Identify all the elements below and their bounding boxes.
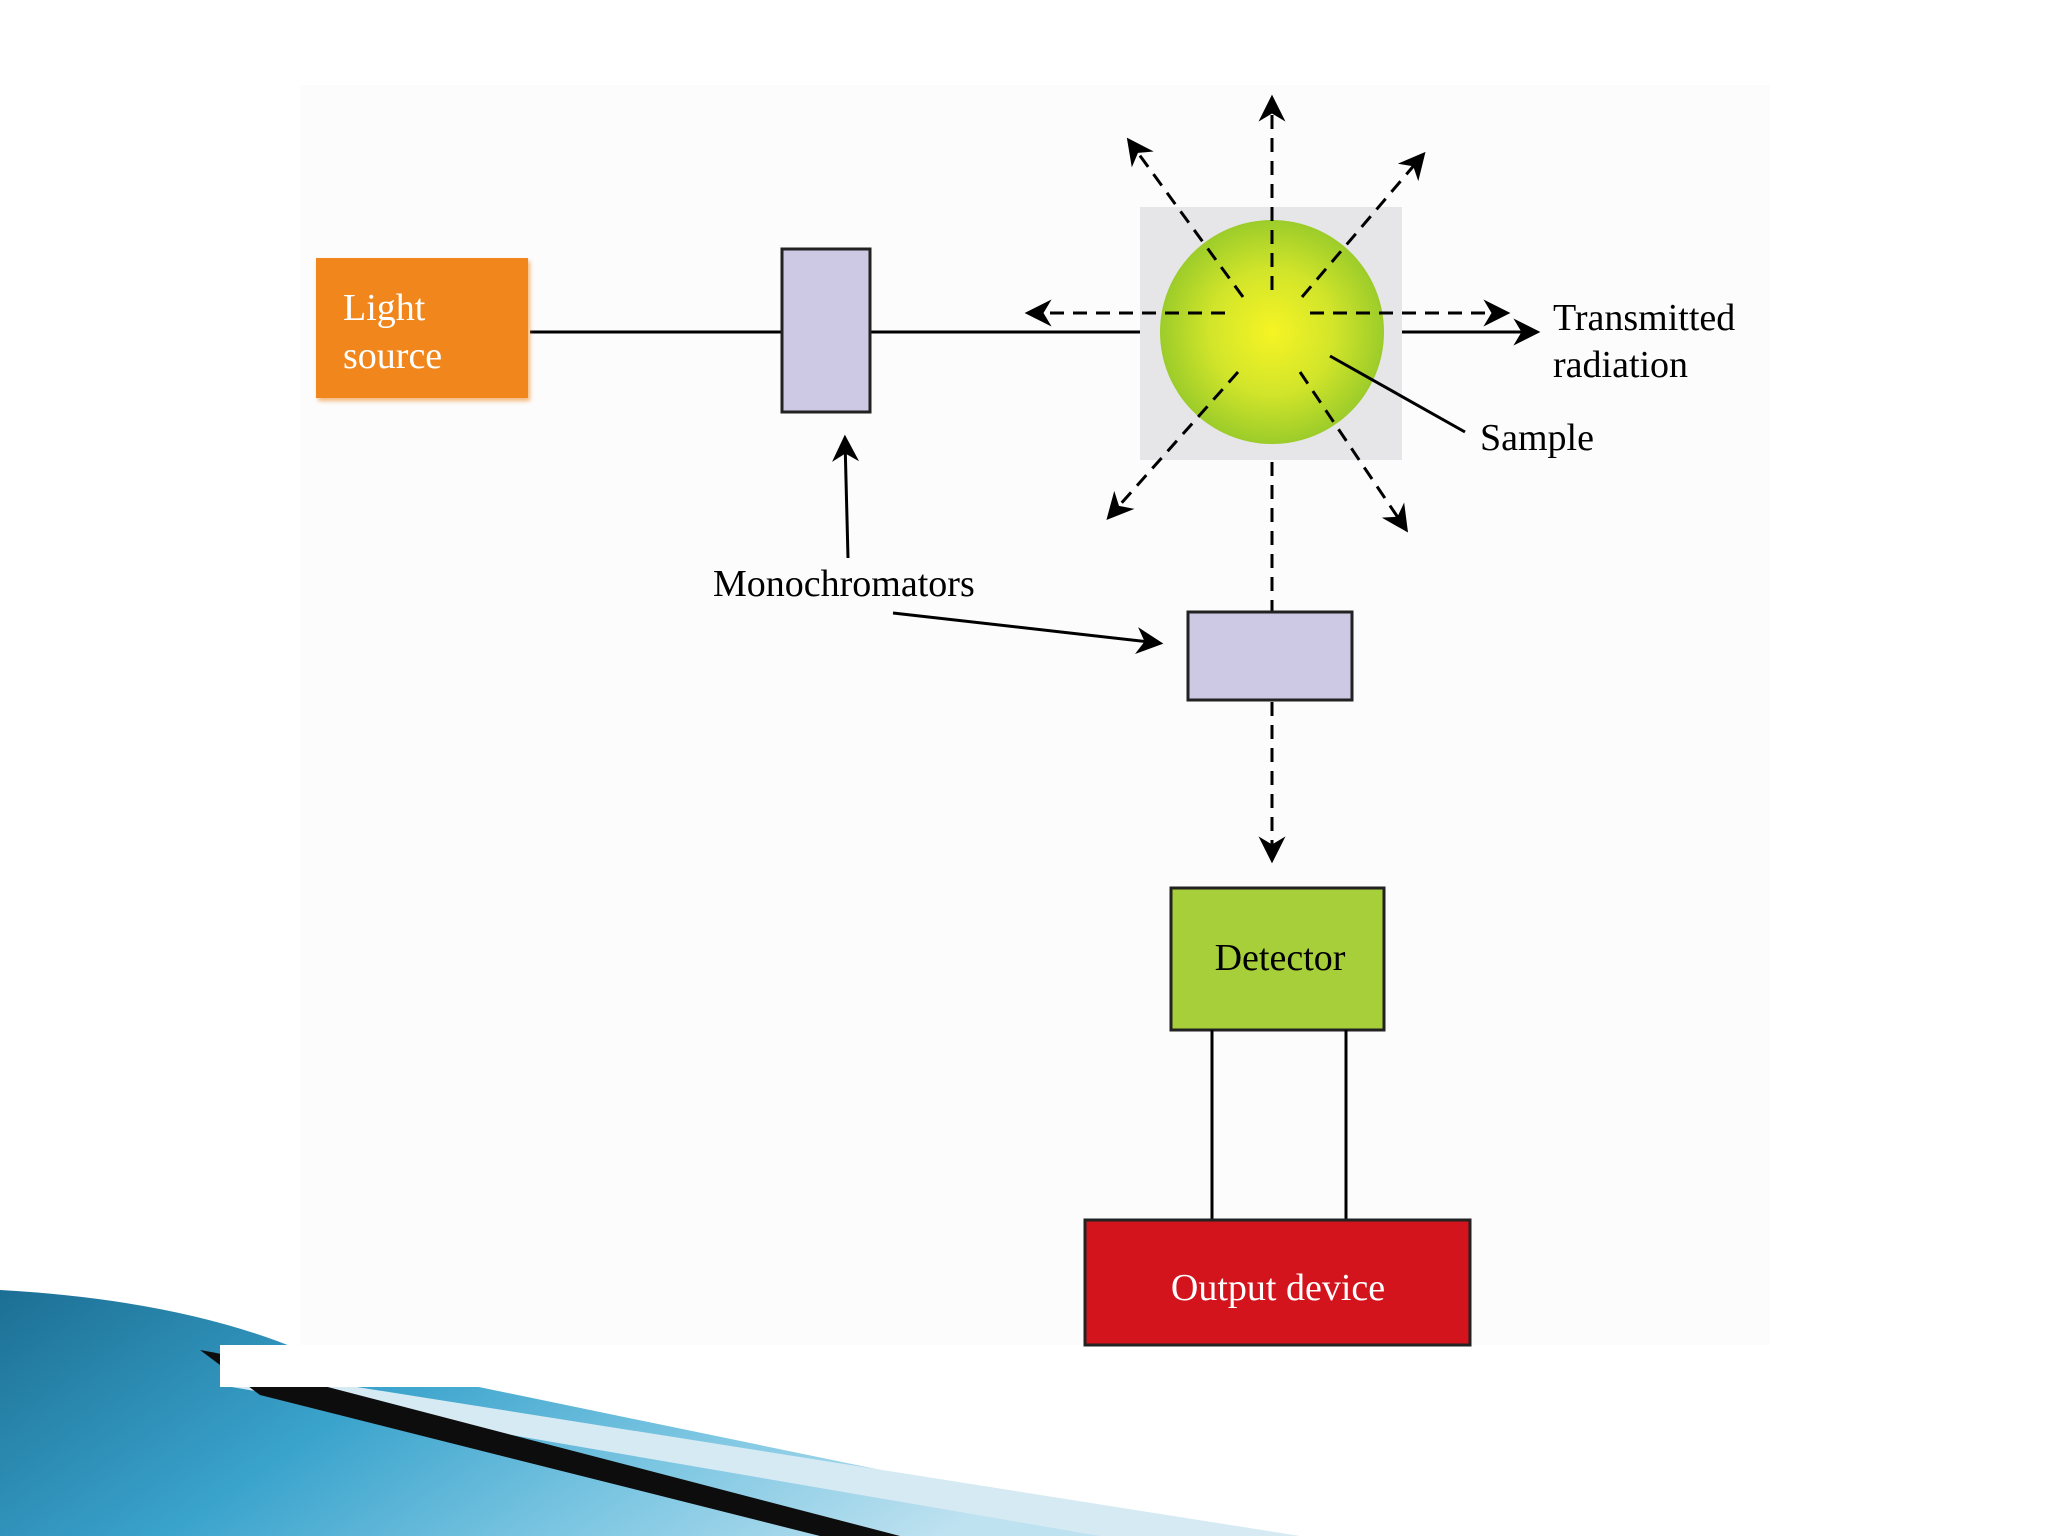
detector-label: Detector [1215,937,1346,979]
diagram-panel [300,85,1770,1350]
light-source-label-line1: Light [343,287,426,329]
sample-pointer-line [1329,354,1466,434]
light-source-box: Light source [316,258,530,401]
monochromator-1 [780,247,872,414]
sample-label: Sample [1480,417,1594,459]
transmitted-label-line2: radiation [1553,344,1688,386]
light-source-label-line2: source [343,335,442,377]
monochromators-label: Monochromators [713,563,975,605]
output-device-label: Output device [1171,1267,1385,1309]
scattered-radiation-arrows [1024,94,1511,612]
detector-box: Detector [1169,886,1386,1032]
monochromator-1-pointer [832,434,860,559]
output-device-box: Output device [1083,1218,1472,1347]
sample [1140,207,1402,460]
decorative-swoosh [0,1290,1770,1536]
transmitted-label-line1: Transmitted [1553,297,1735,339]
monochromator-2-pointer [892,611,1164,654]
monochromator-2 [1186,610,1354,702]
